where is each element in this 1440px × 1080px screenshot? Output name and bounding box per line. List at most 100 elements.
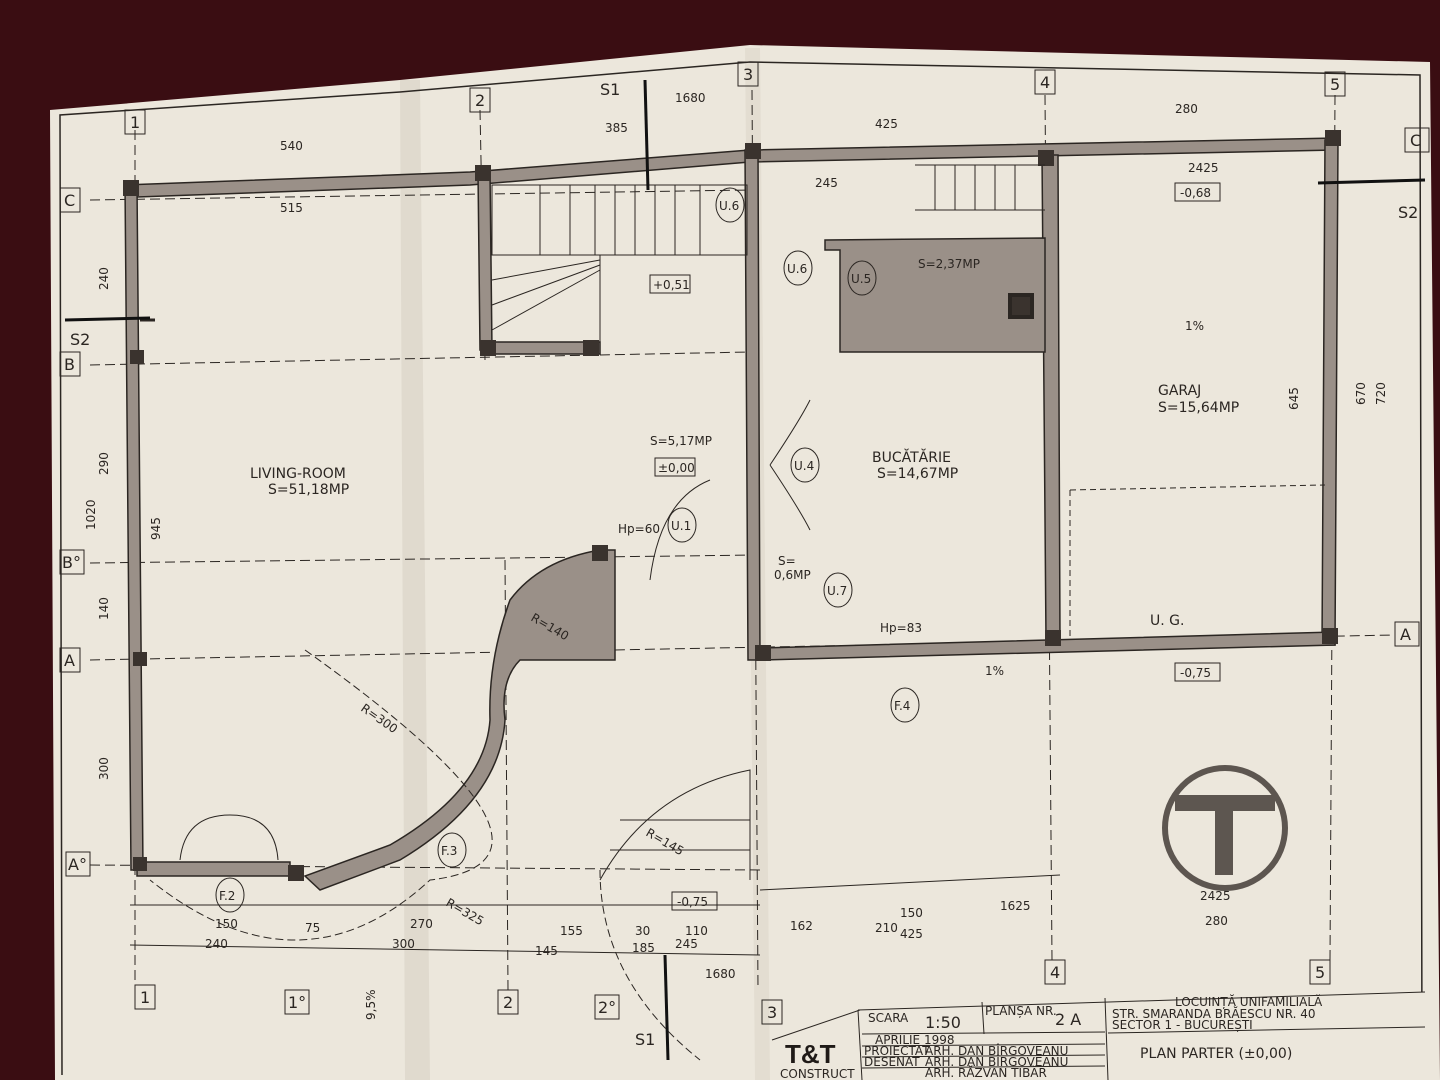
room-garage-name: GARAJ [1158, 383, 1201, 399]
dimension-labels: 1680 385 425 280 540 515 245 2425 240 2 9… [84, 91, 1388, 981]
dimensions-top-4: 540 [280, 139, 303, 153]
axes-rows-0: C [1410, 131, 1421, 150]
levels-0: +0,51 [653, 278, 690, 292]
title_block-drawing_title: PLAN PARTER (±0,00) [1140, 1046, 1292, 1062]
title_block-date: APRILIE 1998 [875, 1033, 954, 1047]
dimensions-top-7: 2425 [1188, 161, 1219, 175]
sections-s2_right: S2 [1398, 203, 1418, 222]
axes-columns-1: 2 [475, 91, 485, 110]
axes-columns-2: 3 [767, 1003, 777, 1022]
sections-s1_bottom: S1 [635, 1030, 655, 1049]
doors-2: U.5 [851, 272, 871, 286]
windows-1: F.3 [441, 844, 457, 858]
room-bath-area: S=2,37MP [918, 257, 980, 271]
axes-rows-3: A [1400, 625, 1411, 644]
dimensions-top-5: 515 [280, 201, 303, 215]
doors-3: U.6 [719, 199, 739, 213]
title_block-project_by: ARH. DAN BÎRGOVEANU [925, 1043, 1068, 1058]
title_block-drawn_by: ARH. DAN BÎRGOVEANU [925, 1054, 1068, 1069]
walls [123, 137, 1339, 891]
dimensions-bottom-18: 162 [790, 919, 813, 933]
axes-rows-0: C [64, 191, 75, 210]
title_block-district: SECTOR 1 - BUCUREȘTI [1112, 1018, 1253, 1032]
room-kitchen-area: S=14,67MP [877, 466, 958, 482]
title_block-sheet_label: PLANȘA NR. [985, 1004, 1057, 1018]
title_block-scale_label: SCARA [868, 1011, 909, 1025]
labels-slope1: 1% [985, 664, 1004, 678]
labels-hp83: Hp=83 [880, 621, 922, 635]
dimensions-bottom-8: 185 [632, 941, 655, 955]
doors-1: U.4 [794, 459, 814, 473]
axes-rows-3: A [64, 651, 75, 670]
columns [123, 130, 1341, 881]
doors-5: U.7 [827, 584, 847, 598]
title_block-project_title: LOCUINȚĂ UNIFAMILIALĂ [1175, 994, 1323, 1009]
dimensions-bottom-1: 75 [305, 921, 320, 935]
dimensions-right-0: 645 [1287, 387, 1301, 410]
door-swings [129, 318, 1326, 1061]
dimensions-bottom-3: 300 [392, 937, 415, 951]
dimensions-bottom-7: 145 [535, 944, 558, 958]
title-block: T&T CONSTRUCT SCARA 1:50 PLANȘA NR. 2 A … [770, 991, 1428, 1080]
paper-sheet [50, 45, 1440, 1080]
labels-slope1: 1% [1185, 319, 1204, 333]
doors-0: U.1 [671, 519, 691, 533]
axis-labels: 1 2 3 4 5 1 2 3 4 5 1° 2° C C B B° A A A… [59, 61, 1430, 1025]
dimensions-bottom-14: 1625 [1000, 899, 1031, 913]
dimensions-bottom-2: 270 [410, 917, 433, 931]
title_block-company: T&T [785, 1039, 836, 1069]
axes-columns_sub-1: 2° [598, 998, 616, 1017]
sections-s1_top: S1 [600, 80, 620, 99]
dimensions-top-6: 245 [815, 176, 838, 190]
levels-3: -0,75 [1180, 666, 1211, 680]
dimensions-bottom-5: 30 [635, 924, 650, 938]
dimensions-bottom-9: 245 [675, 937, 698, 951]
dimensions-left-0: 240 [97, 267, 111, 290]
axes-columns-1: 2 [503, 993, 513, 1012]
dimensions-bottom-12: 210 [875, 921, 898, 935]
rooms-5-name: S= [778, 554, 796, 568]
dimensions-top-1: 385 [605, 121, 628, 135]
levels-2: -0,68 [1180, 186, 1211, 200]
company-stamp [1162, 765, 1288, 891]
dimensions-left-2: 1020 [84, 499, 98, 530]
doors-4: U.6 [787, 262, 807, 276]
axes-rows-2: B° [62, 553, 81, 572]
dimensions-bottom-17: 240 [205, 937, 228, 951]
dimensions-left-3: 945 [149, 517, 163, 540]
rooms-5-area: 0,6MP [774, 568, 811, 582]
sections-s2_left: S2 [70, 330, 90, 349]
windows-0: F.2 [219, 889, 235, 903]
levels-4: -0,75 [677, 895, 708, 909]
dimensions-bottom-15: 2425 [1200, 889, 1231, 903]
room-hall-area: S=5,17MP [650, 434, 712, 448]
dimensions-top-2: 425 [875, 117, 898, 131]
title_block-company_sub: CONSTRUCT [780, 1067, 855, 1080]
section-marks: S1 S1 S2 S2 [64, 79, 1426, 1061]
axes-rows-4: A° [68, 855, 87, 874]
labels-ug: U. G. [1150, 613, 1184, 629]
axes-columns-4: 5 [1315, 963, 1325, 982]
dimensions-top-0: 1680 [675, 91, 706, 105]
opening-tags: U.1 U.4 U.5 U.6 U.6 U.7 F.2 F.3 F.4 [215, 187, 920, 913]
dimensions-bottom-13: 425 [900, 927, 923, 941]
dimensions-bottom-0: 150 [215, 917, 238, 931]
room-living-name: LIVING-ROOM [250, 466, 346, 482]
windows-2: F.4 [894, 699, 910, 713]
room-garage-area: S=15,64MP [1158, 400, 1239, 416]
level-marks: +0,51 ±0,00 -0,68 -0,75 -0,75 [649, 182, 1221, 911]
axes-columns-0: 1 [130, 113, 140, 132]
title_block-scale: 1:50 [925, 1013, 961, 1032]
axes-columns-3: 4 [1050, 963, 1060, 982]
labels-hp60: Hp=60 [618, 522, 660, 536]
dimensions-top-3: 280 [1175, 102, 1198, 116]
dimensions-left-4: 140 [97, 597, 111, 620]
dimensions-bottom-11: 150 [900, 906, 923, 920]
checked-by: ARH. RĂZVAN TIBĂR [925, 1065, 1047, 1080]
axes-columns-2: 3 [743, 65, 753, 84]
drawing-frame [59, 61, 1423, 1076]
dimensions-bottom-6: 110 [685, 924, 708, 938]
dimensions-right-2: 720 [1374, 382, 1388, 405]
room-kitchen-name: BUCĂTĂRIE [872, 448, 951, 466]
